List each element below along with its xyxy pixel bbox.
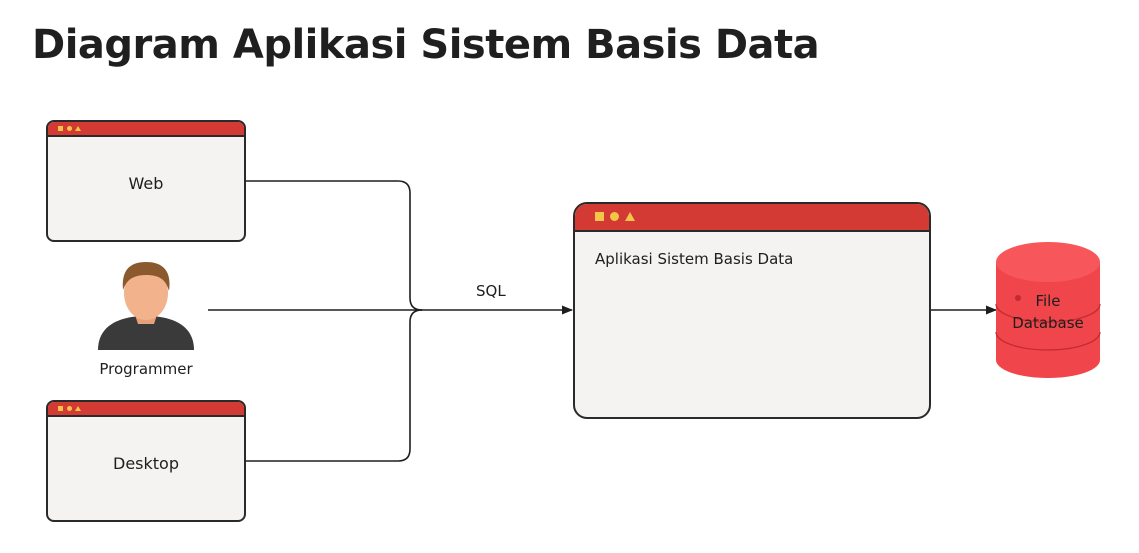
database-label-line2: Database (1012, 314, 1084, 332)
edge-web-to-junction (246, 180, 423, 311)
window-title-bar (48, 122, 244, 137)
window-title-bar (48, 402, 244, 417)
triangle-icon (625, 212, 635, 221)
square-icon (58, 126, 63, 131)
app-label: Aplikasi Sistem Basis Data (595, 250, 794, 268)
triangle-icon (75, 406, 81, 411)
square-icon (58, 406, 63, 411)
database-label: File Database (1000, 290, 1096, 334)
square-icon (595, 212, 604, 221)
window-title-bar (575, 204, 929, 232)
web-window: Web (46, 120, 246, 242)
programmer-label: Programmer (99, 360, 193, 378)
circle-icon (67, 406, 72, 411)
circle-icon (610, 212, 619, 221)
sql-edge-label: SQL (476, 282, 506, 300)
page-title: Diagram Aplikasi Sistem Basis Data (32, 22, 820, 68)
app-window: Aplikasi Sistem Basis Data (573, 202, 931, 419)
triangle-icon (75, 126, 81, 131)
web-label: Web (128, 174, 164, 193)
desktop-window: Desktop (46, 400, 246, 522)
desktop-label: Desktop (113, 454, 179, 473)
edge-desktop-to-junction (246, 309, 423, 462)
circle-icon (67, 126, 72, 131)
database-label-line1: File (1035, 292, 1061, 310)
